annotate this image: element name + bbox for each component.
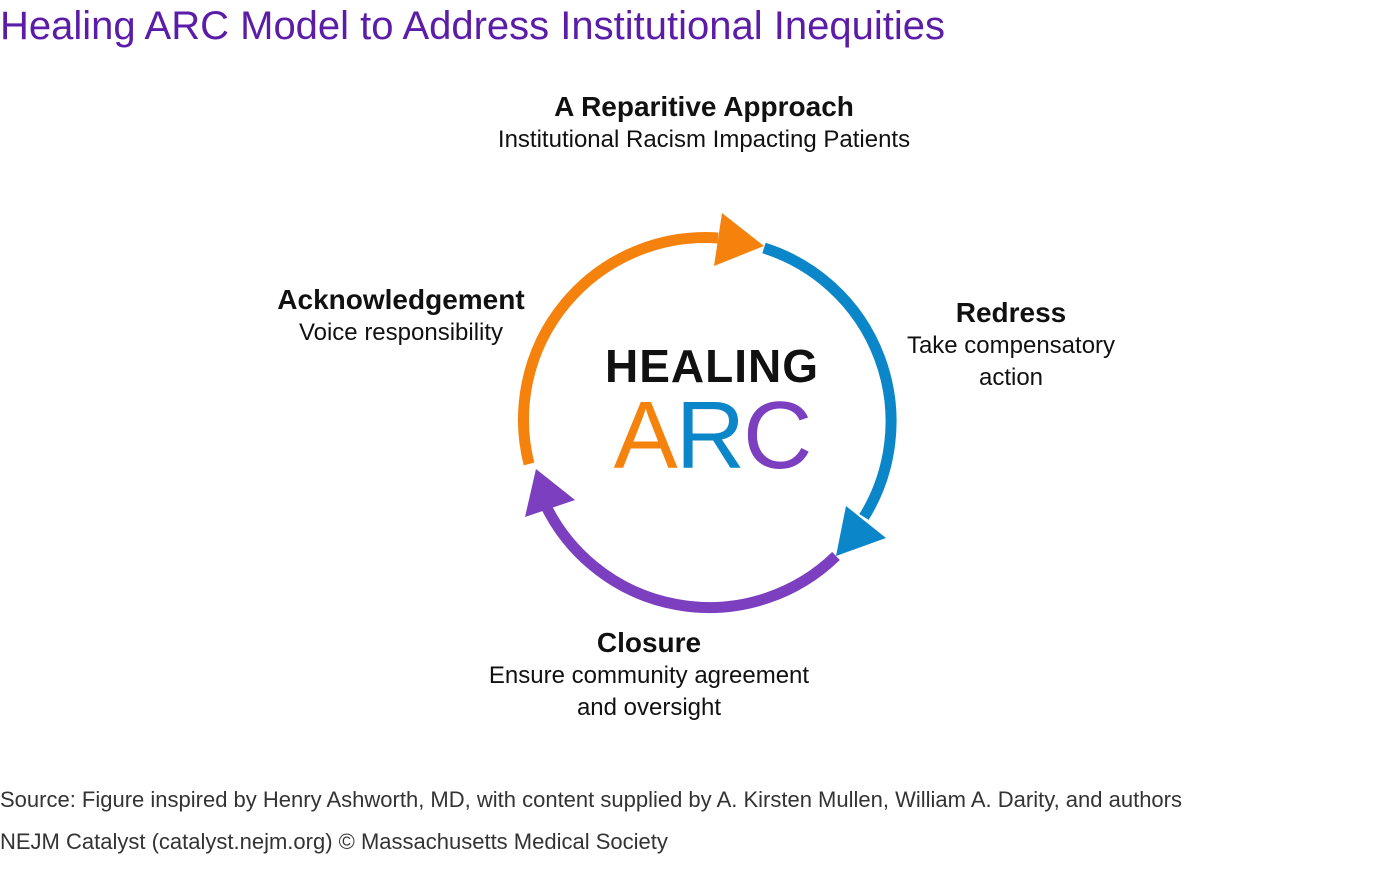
closure-text-line2: and oversight <box>576 694 722 721</box>
acknowledgement-label: Acknowledgement Voice responsibility <box>250 283 552 349</box>
redress-arrowhead <box>836 506 886 556</box>
redress-arc <box>762 242 897 520</box>
arc-letter-a: A <box>613 382 678 489</box>
acknowledgement-arrowhead <box>714 213 764 266</box>
redress-heading: Redress <box>955 297 1067 328</box>
page-title: Healing ARC Model to Address Institution… <box>0 4 945 48</box>
arc-word: ARC <box>562 388 862 484</box>
healing-word: HEALING <box>605 340 819 392</box>
healing-arc-center: HEALING ARC <box>562 338 862 484</box>
redress-text-line2: action <box>978 364 1044 391</box>
closure-label: Closure Ensure community agreement and o… <box>449 626 849 724</box>
closure-arc <box>539 499 840 613</box>
approach-heading: A Reparitive Approach <box>554 91 854 122</box>
redress-label: Redress Take compensatory action <box>880 296 1142 394</box>
closure-arrowhead <box>525 469 575 517</box>
credit-line: NEJM Catalyst (catalyst.nejm.org) © Mass… <box>0 829 668 854</box>
acknowledgement-heading: Acknowledgement <box>277 284 525 315</box>
closure-text-line1: Ensure community agreement <box>488 662 810 689</box>
arc-letter-r: R <box>675 382 745 489</box>
arc-letter-c: C <box>743 382 812 489</box>
closure-heading: Closure <box>596 627 702 658</box>
acknowledgement-arc <box>517 232 719 466</box>
source-note: Source: Figure inspired by Henry Ashwort… <box>0 787 1182 812</box>
approach-subheading: Institutional Racism Impacting Patients <box>497 126 911 153</box>
approach-label: A Reparitive Approach Institutional Raci… <box>404 90 1004 156</box>
redress-text-line1: Take compensatory <box>906 332 1116 359</box>
acknowledgement-text: Voice responsibility <box>298 319 504 346</box>
